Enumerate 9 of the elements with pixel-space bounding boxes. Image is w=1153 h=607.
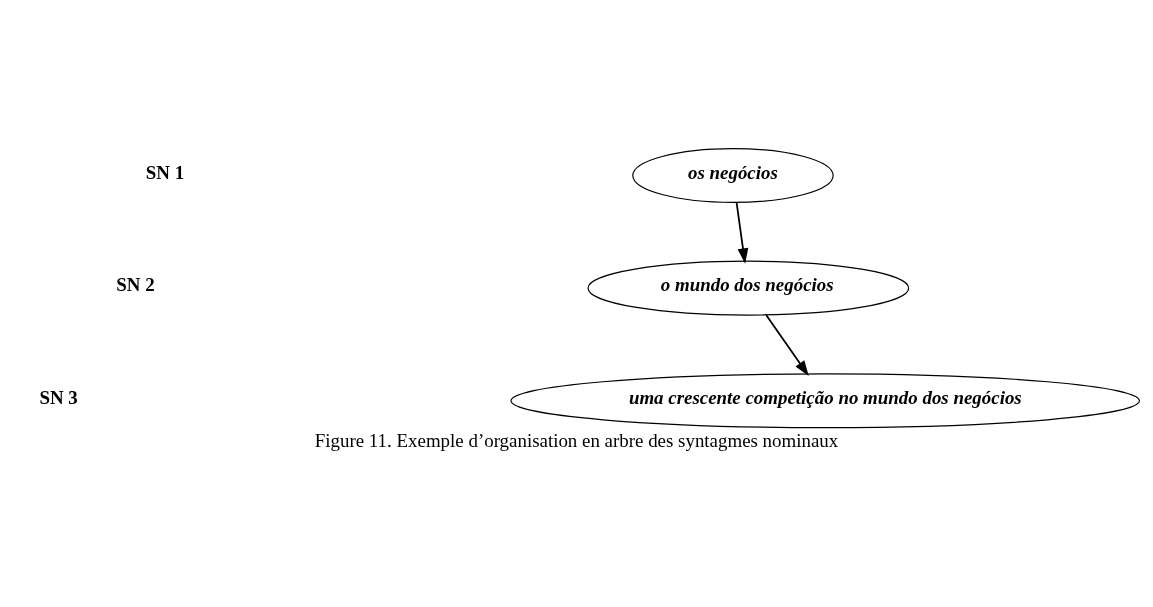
- node-ellipse: o mundo dos negócios: [587, 260, 910, 316]
- node-ellipse: os negócios: [632, 147, 834, 203]
- arrow: [735, 201, 749, 264]
- label: SN 3: [39, 387, 78, 409]
- label: SN 2: [116, 274, 155, 296]
- arrow: [765, 314, 809, 376]
- caption: Figure 11. Exemple d’organisation en arbre des syntagmes nominaux: [314, 430, 839, 452]
- node-ellipse: uma crescente competição no mundo dos negócios: [510, 373, 1141, 429]
- label: SN 1: [145, 161, 185, 183]
